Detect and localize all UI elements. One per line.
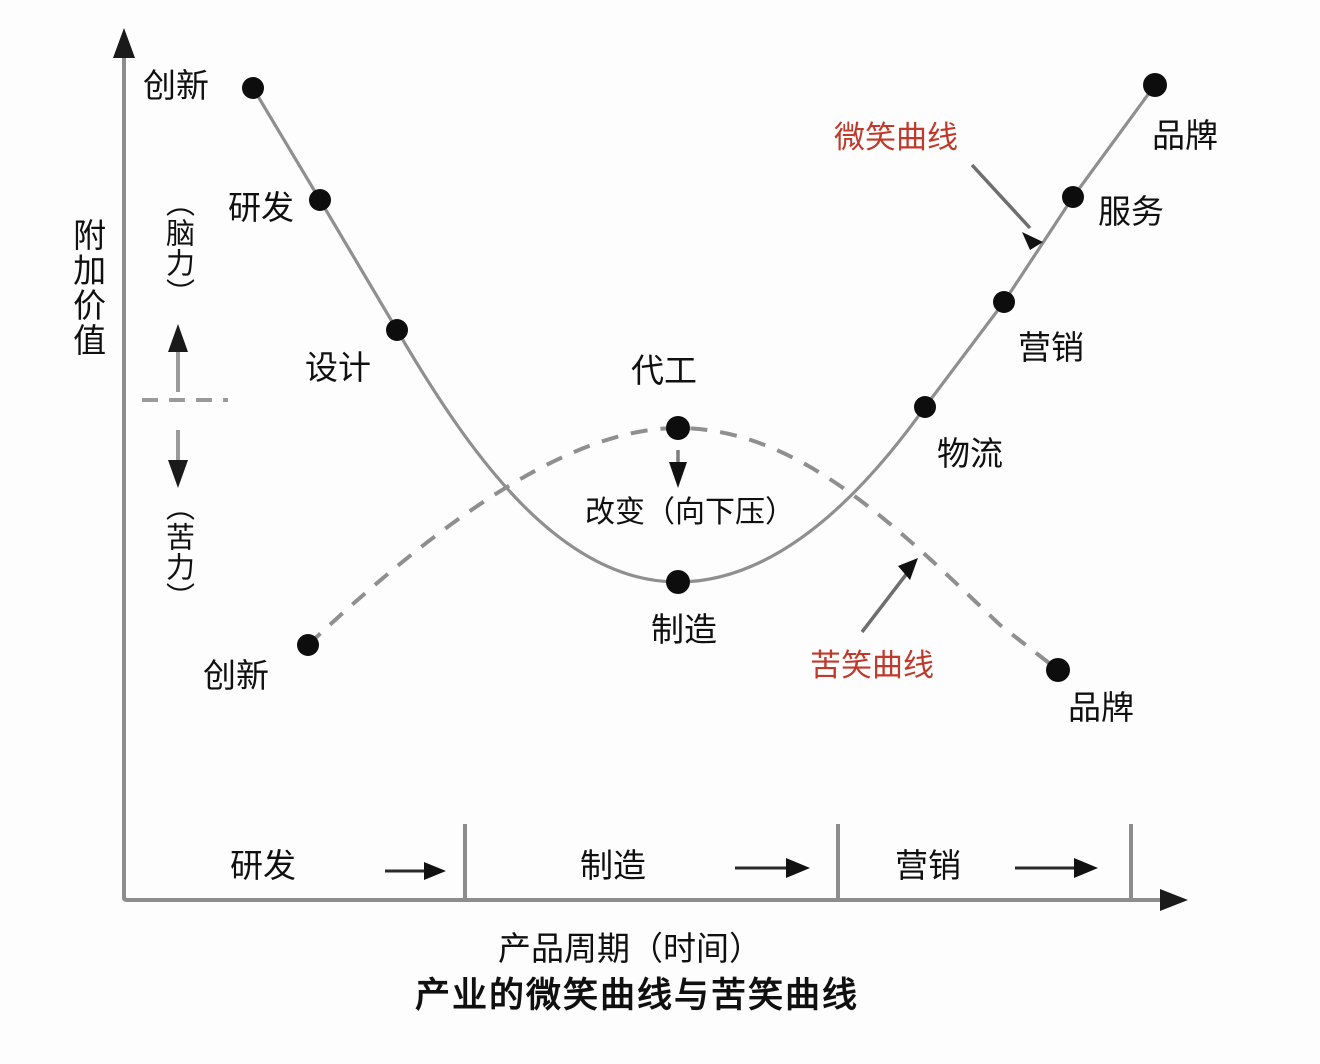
figure-caption: 产业的微笑曲线与苦笑曲线	[415, 976, 860, 1015]
data-point-daigong	[666, 416, 690, 440]
stage-arrow-rd	[385, 862, 446, 880]
brain-power-label: （脑力）	[161, 188, 194, 308]
smile-curve-callout: 微笑曲线	[834, 120, 958, 155]
stage-label-marketing: 营销	[895, 849, 961, 885]
push-down-arrow	[669, 450, 687, 488]
node-label-innovation: 创新	[143, 69, 209, 105]
node-label-marketing: 营销	[1018, 331, 1084, 367]
labor-power-down-arrow	[168, 430, 188, 488]
smile-curve-dots	[242, 73, 1167, 594]
stage-label-rd: 研发	[230, 849, 296, 885]
node-label-brand: 品牌	[1152, 119, 1218, 155]
data-point-bitter-chuangxin	[297, 634, 319, 656]
node-label-manufacturing: 制造	[651, 613, 717, 649]
node-label-rd: 研发	[228, 191, 294, 227]
data-point-zhizao	[666, 570, 690, 594]
stage-arrow-marketing	[1015, 858, 1098, 878]
node-label-service: 服务	[1098, 195, 1164, 231]
x-axis	[122, 889, 1188, 911]
stage-label-manufacturing: 制造	[580, 849, 646, 885]
node-label-bitter-brand: 品牌	[1068, 691, 1134, 727]
node-label-design: 设计	[305, 351, 371, 387]
stage-arrow-manufacturing	[735, 858, 810, 878]
smile-curve-leader-arrow	[970, 163, 1043, 250]
node-label-logistics: 物流	[937, 437, 1003, 473]
data-point-pinpai	[1143, 73, 1167, 97]
y-axis	[113, 28, 135, 898]
node-label-bitter-innovation: 创新	[203, 659, 269, 695]
bitter-curve-path	[306, 425, 1060, 672]
stage-bar-ticks	[463, 824, 1133, 900]
data-point-sheji	[386, 319, 408, 341]
labor-power-label: （苦力）	[161, 492, 194, 612]
data-point-bitter-pinpai	[1046, 658, 1070, 682]
brain-power-up-arrow	[168, 324, 188, 392]
data-point-chuangxin	[242, 77, 264, 99]
data-point-fuwu	[1062, 186, 1084, 208]
bitter-curve-dots	[297, 416, 1070, 682]
node-label-oem: 代工	[631, 354, 697, 390]
bitter-curve-callout: 苦笑曲线	[810, 648, 934, 683]
bitter-curve-leader-arrow	[860, 558, 918, 634]
x-axis-label: 产品周期（时间）	[498, 932, 762, 968]
data-point-yingxiao	[993, 291, 1015, 313]
data-point-wuliu	[914, 396, 936, 418]
push-down-note: 改变（向下压）	[585, 496, 795, 529]
data-point-yanfa	[309, 189, 331, 211]
y-axis-label: 附加价值	[67, 218, 104, 358]
